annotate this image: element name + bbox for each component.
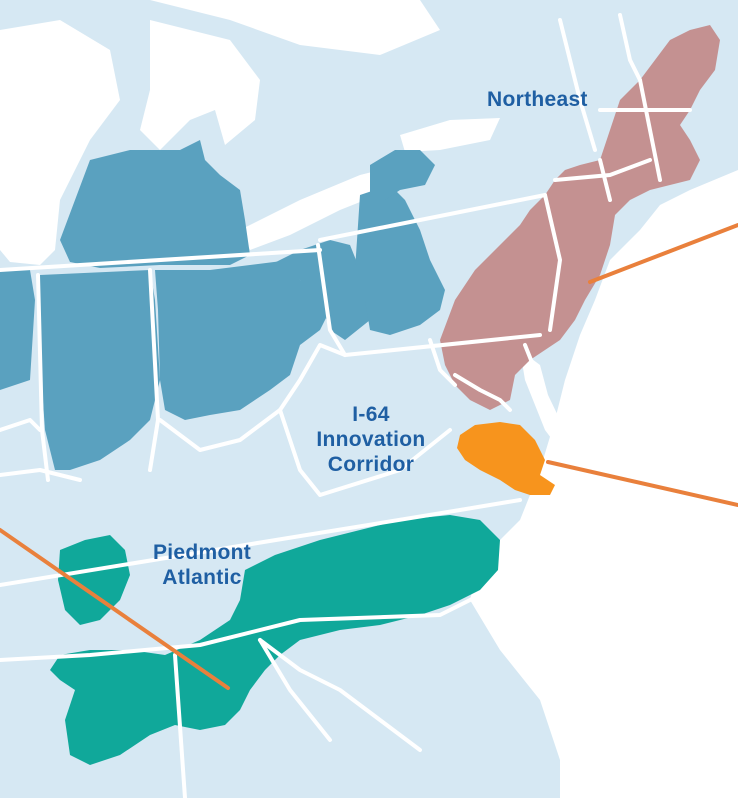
michigan-lower-peninsula <box>60 140 250 268</box>
lake-huron <box>140 20 260 150</box>
border-far-west <box>0 418 42 432</box>
upper-water <box>150 0 440 55</box>
atlantic-ocean <box>470 170 738 798</box>
lake-michigan <box>0 20 120 265</box>
label-northeast-text: Northeast <box>487 88 588 111</box>
label-i64-line2: Innovation <box>316 428 426 451</box>
lake-erie <box>240 165 400 250</box>
border-ne-6 <box>618 13 642 82</box>
border-ne-5 <box>558 18 597 152</box>
pointer-i64 <box>546 460 738 507</box>
ohio <box>155 260 330 420</box>
border-pennsylvania-south <box>343 333 542 357</box>
border-kentucky-tennessee <box>0 498 522 587</box>
border-pennsylvania-ny <box>318 193 547 242</box>
lake-ontario <box>400 118 500 152</box>
pointer-northeast <box>588 223 738 284</box>
border-tennessee-south <box>0 593 482 662</box>
pointer-lines <box>0 223 738 690</box>
border-wv-virginia <box>428 338 457 387</box>
piedmont-atlantic-region <box>50 515 500 765</box>
pointer-piedmont <box>0 528 230 690</box>
piedmont-main <box>50 515 500 765</box>
indiana <box>40 270 160 470</box>
state-borders <box>0 13 692 798</box>
border-ne-1 <box>543 193 562 332</box>
border-north-midwest <box>0 248 322 272</box>
border-ne-3 <box>598 158 612 202</box>
i64-corridor-region <box>457 422 555 495</box>
border-ohio-pennsylvania <box>316 243 347 357</box>
erie-shore-blob <box>370 150 435 200</box>
border-ne-2 <box>553 158 652 182</box>
midwest-west-edge <box>0 270 35 390</box>
border-maryland <box>453 373 512 412</box>
label-piedmont-line2: Atlantic <box>162 566 242 589</box>
border-georgia-alabama <box>173 653 187 798</box>
border-virginia-west <box>278 408 452 497</box>
border-georgia-sc <box>258 638 332 742</box>
label-i64-corridor: I-64 Innovation Corridor <box>296 402 446 477</box>
label-i64-line1: I-64 <box>352 403 390 426</box>
border-kentucky-west <box>0 468 82 482</box>
pennsylvania-west <box>355 185 445 335</box>
label-i64-line3: Corridor <box>327 453 415 476</box>
border-delmarva <box>523 343 547 402</box>
piedmont-west-lobe <box>58 535 130 625</box>
border-carolinas <box>258 638 422 752</box>
border-ne-4 <box>638 78 662 182</box>
label-piedmont-line1: Piedmont <box>152 541 252 564</box>
label-northeast: Northeast <box>487 87 588 112</box>
label-piedmont-atlantic: Piedmont Atlantic <box>134 540 270 590</box>
i64-blob <box>457 422 555 495</box>
